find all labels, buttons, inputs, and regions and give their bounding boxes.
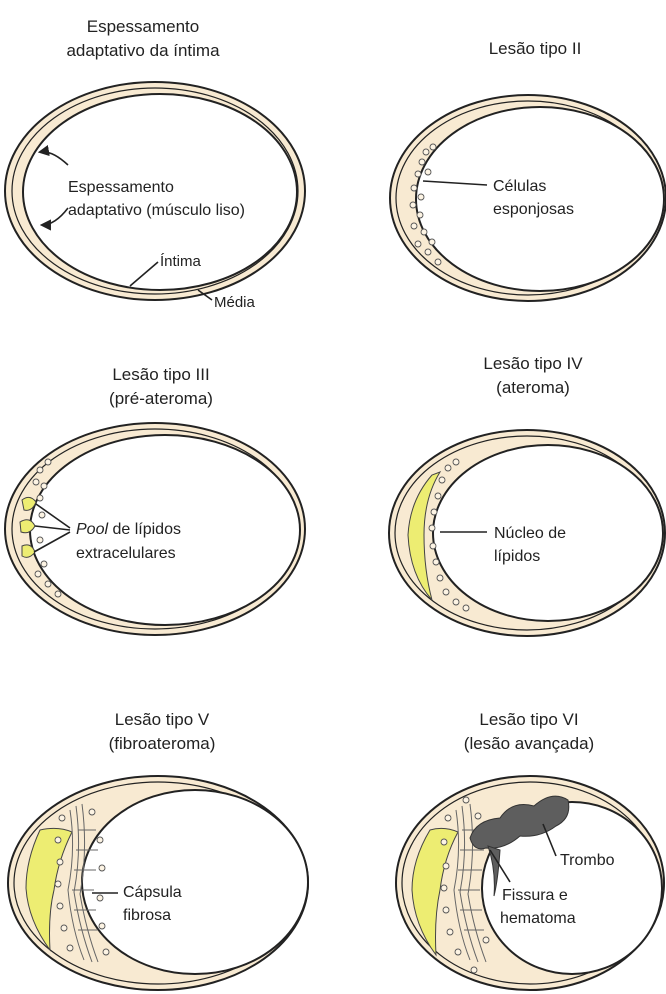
thickening-label-2: adaptativo (músculo liso) [68,202,245,219]
lipid-pool-label-italic: Pool [76,521,108,538]
fibrous-cap-label-1: Cápsula [123,884,182,901]
thickening-label-1: Espessamento [68,179,174,196]
panel-lesion-type-4: Lesão tipo IV (ateroma) Núcleo de lípido… [389,354,665,636]
panel-lesion-type-6: Lesão tipo VI (lesão avançada) [396,710,664,990]
panel-title-line-1: Lesão tipo VI [479,710,578,729]
fibrous-cap-label-2: fibrosa [123,907,171,924]
panel-title-line-1: Lesão tipo II [489,39,582,58]
lipid-core-label-2: lípidos [494,548,540,565]
panel-title-line-1: Lesão tipo III [112,365,209,384]
intima-label: Íntima [160,253,202,270]
panel-title-line-2: adaptativo da íntima [66,41,220,60]
panel-title-line-2: (pré-ateroma) [109,389,213,408]
vessel-lumen [416,107,664,291]
foam-cells-label-1: Células [493,178,546,195]
foam-cells-label-2: esponjosas [493,201,574,218]
panel-lesion-type-5: Lesão tipo V (fibroateroma) [8,710,308,990]
lipid-pool-label-rest: de lípidos [108,521,181,538]
lipid-pool-label-2: extracelulares [76,545,176,562]
lipid-core-label-1: Núcleo de [494,525,566,542]
panel-title-line-2: (lesão avançada) [464,734,594,753]
media-label: Média [214,294,256,311]
panel-lesion-type-3: Lesão tipo III (pré-ateroma) Pool de líp [5,365,305,635]
fissure-label-2: hematoma [500,910,576,927]
lipid-pool-label-1: Pool de lípidos [76,521,181,538]
panel-adaptive-thickening: Espessamento adaptativo da íntima Espess… [5,17,305,311]
panel-title-line-1: Lesão tipo V [115,710,210,729]
panel-title-line-2: (ateroma) [496,378,570,397]
panel-lesion-type-2: Lesão tipo II Células esponjosas [390,39,666,301]
vessel-lumen [82,790,308,974]
thrombus-label: Trombo [560,852,615,869]
panel-title-line-2: (fibroateroma) [109,734,216,753]
panel-title-line-1: Lesão tipo IV [483,354,583,373]
panel-title-line-1: Espessamento [87,17,199,36]
fissure-label-1: Fissura e [502,887,568,904]
